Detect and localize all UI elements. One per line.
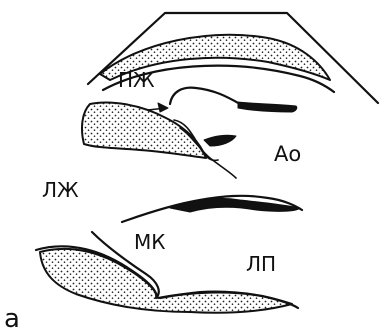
aortic-valve-echo — [204, 135, 236, 146]
label-right-ventricle: ПЖ — [118, 70, 155, 90]
label-mitral-valve: МК — [134, 232, 165, 252]
aortic-anterior-wall-echo — [238, 102, 297, 112]
pointer-arrowhead — [158, 103, 168, 112]
interventricular-septum — [82, 103, 206, 158]
label-left-ventricle: ЛЖ — [42, 180, 79, 200]
aortic-anterior-wall — [170, 88, 240, 104]
label-left-atrium: ЛП — [246, 254, 276, 274]
panel-letter: а — [4, 306, 20, 332]
label-aorta: Ао — [274, 144, 301, 165]
